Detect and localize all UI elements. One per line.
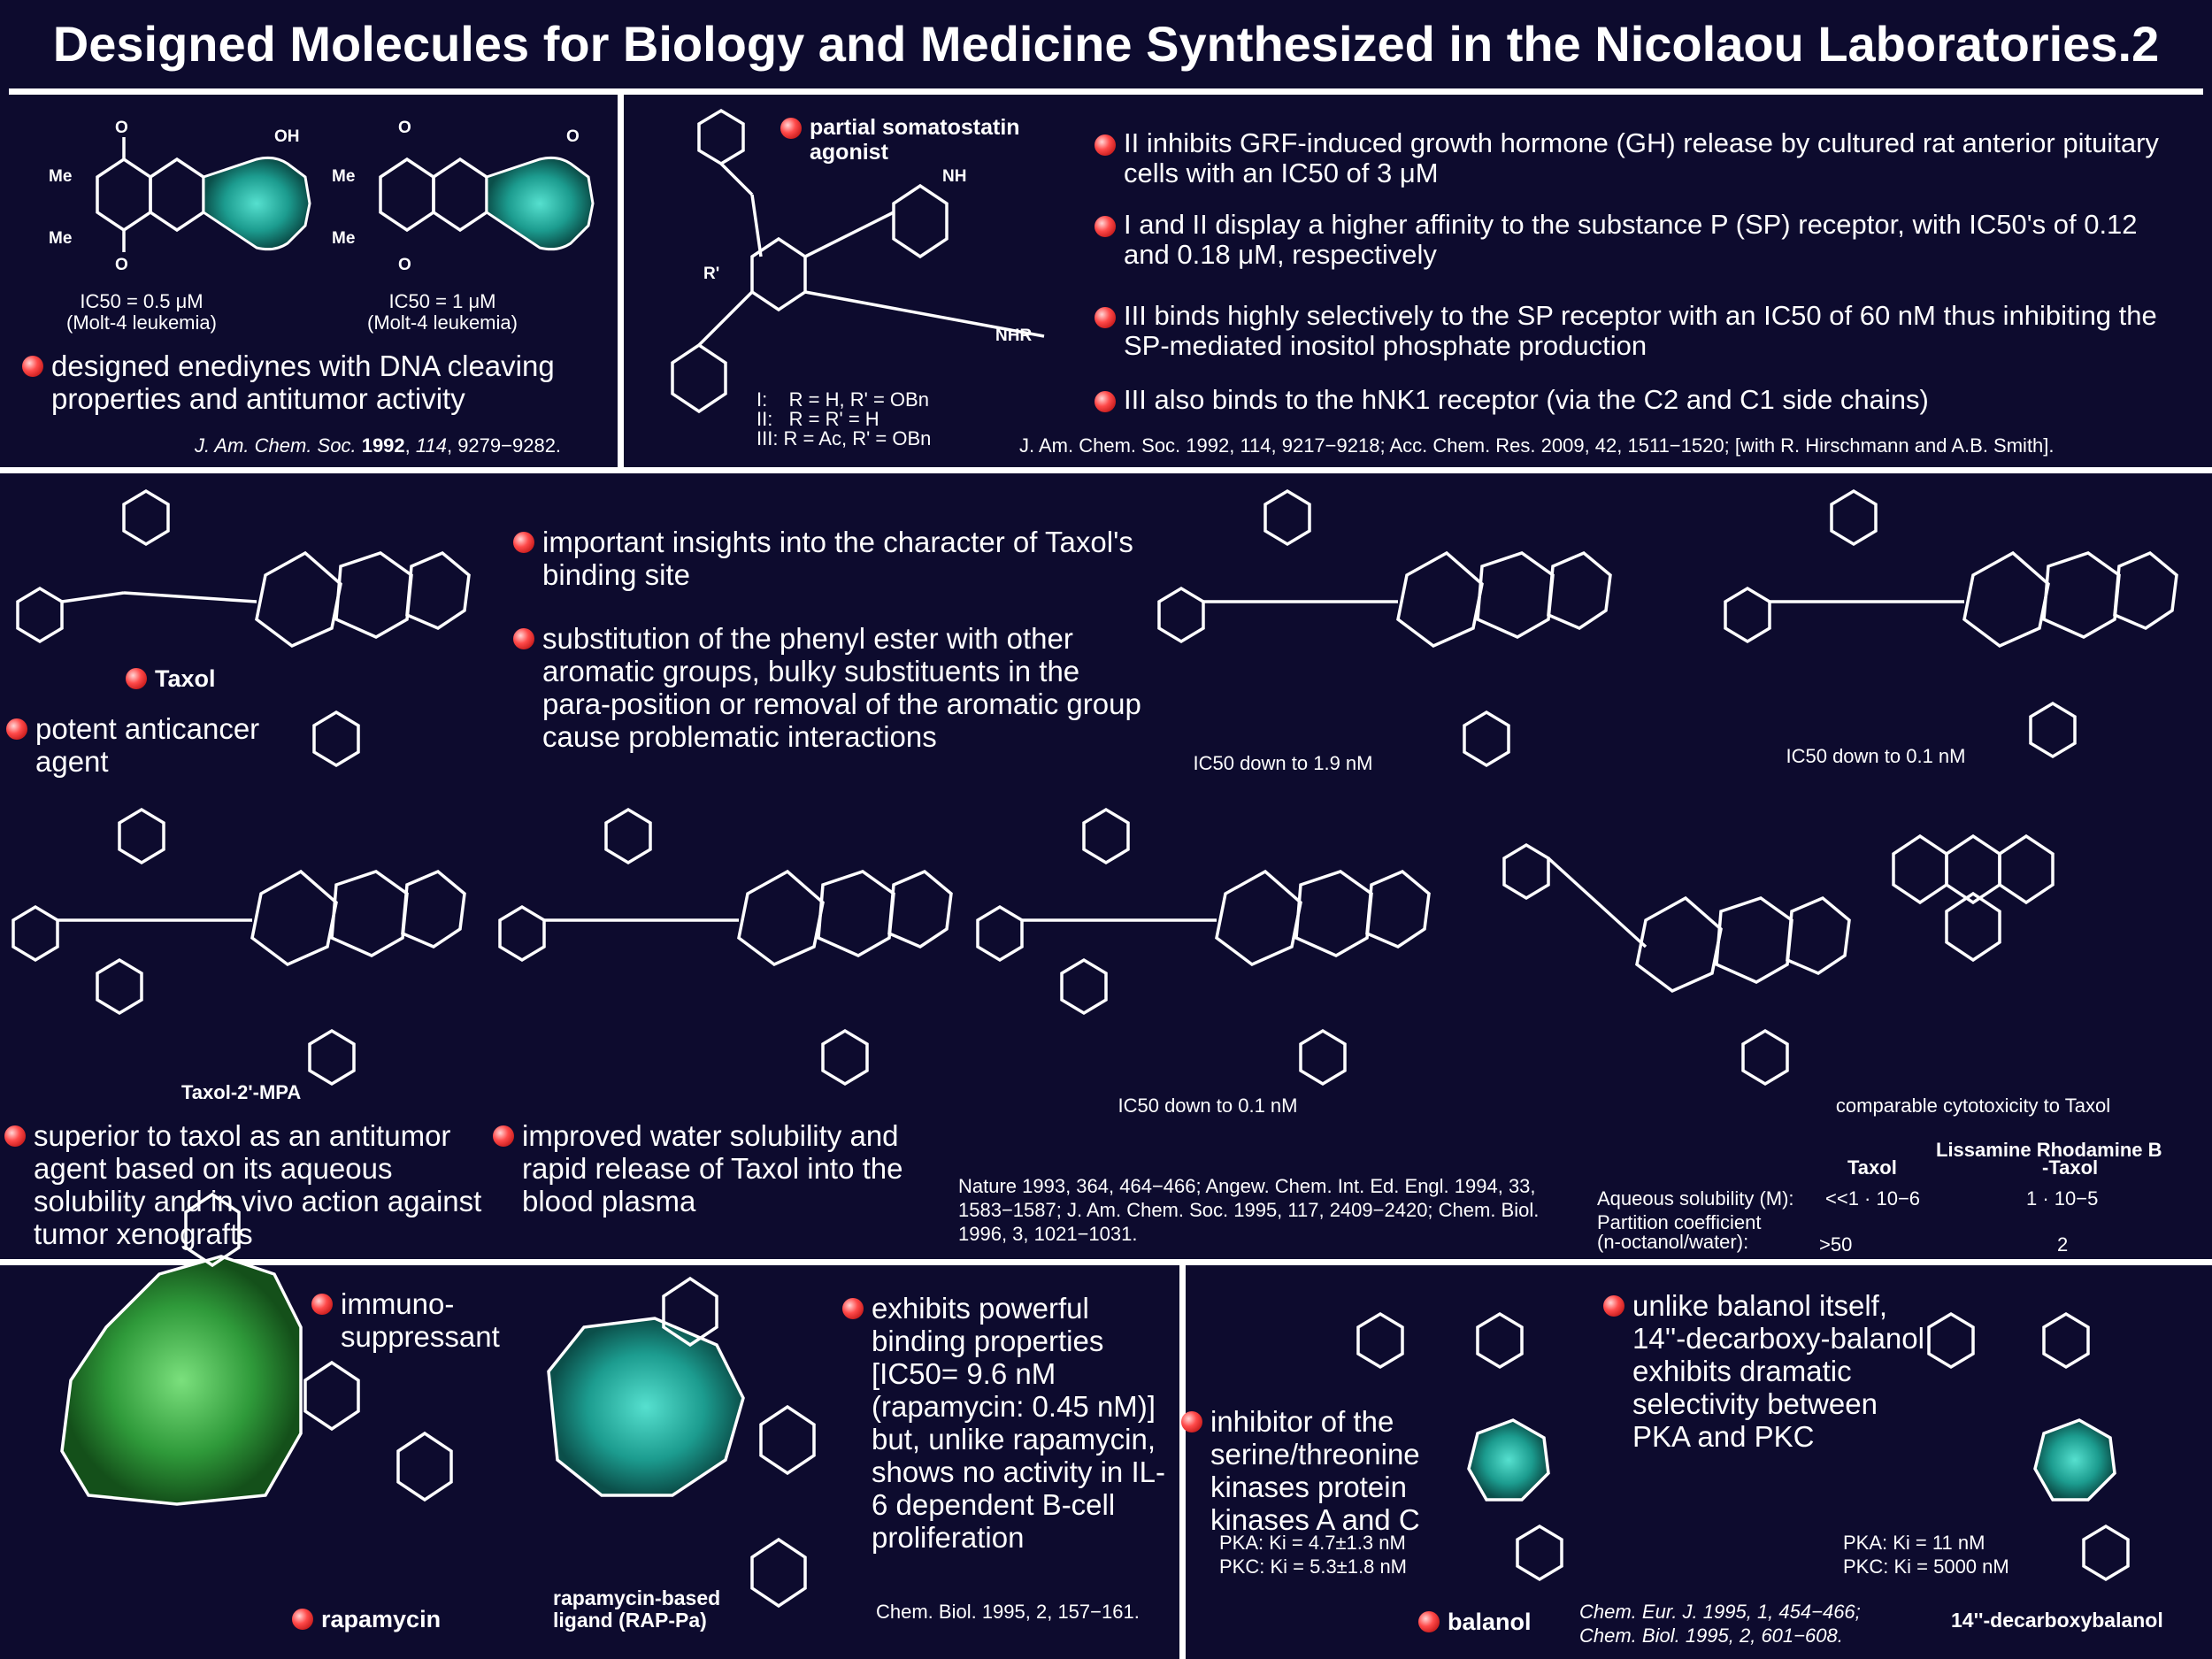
r-line-1: I: R = H, R' = OBn <box>757 388 929 411</box>
balanol-ref-1: Chem. Eur. J. 1995, 1, 454−466; <box>1579 1601 1861 1623</box>
bullet-icon <box>292 1609 313 1630</box>
bullet-icon <box>513 532 534 553</box>
taxol-bullet-2: substitution of the phenyl ester with ot… <box>513 622 1144 753</box>
svg-text:R': R' <box>703 265 719 283</box>
bullet-icon <box>493 1125 514 1147</box>
taxol-potent-bullet: potent anticancer agent <box>6 712 292 778</box>
r-line-2: II: R = R' = H <box>757 408 879 430</box>
bullet-icon <box>6 718 27 740</box>
solubility-table: Taxol Lissamine Rhodamine B -Taxol Aqueo… <box>1593 1139 2203 1258</box>
svg-text:Me: Me <box>332 167 355 186</box>
taxol-ic50-a: IC50 down to 1.9 nM <box>1193 752 1373 774</box>
bullet-icon <box>1418 1611 1440 1632</box>
svg-text:O: O <box>566 127 580 146</box>
svg-text:NH: NH <box>942 167 966 186</box>
svg-text:Me: Me <box>49 167 72 186</box>
taxol-structures <box>12 488 2178 1087</box>
balanol-bullet-1: inhibitor of the serine/threonine kinase… <box>1181 1405 1476 1536</box>
table-row2-v1: >50 <box>1819 1233 1853 1256</box>
svg-text:O: O <box>115 119 128 137</box>
bullet-icon <box>780 118 802 139</box>
rapamycin-structure <box>60 1192 453 1506</box>
bullet-icon <box>1094 391 1116 412</box>
somatostatin-structure: NHR NH R' <box>671 108 1045 414</box>
balanol-bullet-2: unlike balanol itself, 14''-decarboxy-ba… <box>1603 1289 1933 1453</box>
svg-text:NHR: NHR <box>995 326 1032 345</box>
somatostatin-bullet-1: II inhibits GRF-induced growth hormone (… <box>1094 128 2185 188</box>
enediyne-2-ic50: IC50 = 1 μM <box>388 290 496 312</box>
divider-v2 <box>1179 1263 1186 1659</box>
r-line-3: III: R = Ac, R' = OBn <box>757 427 932 449</box>
bullet-icon <box>842 1298 864 1319</box>
taxol-ref: Nature 1993, 364, 464−466; Angew. Chem. … <box>958 1175 1540 1245</box>
rapamycin-bullet-1: immuno-suppressant <box>311 1287 518 1353</box>
bullet-icon <box>1181 1411 1202 1432</box>
svg-text:O: O <box>398 119 411 137</box>
somatostatin-bullet-4: III also binds to the hNK1 receptor (via… <box>1094 385 2185 415</box>
enediyne-2-cell: (Molt-4 leukemia) <box>367 311 518 334</box>
taxol-water-bullet: improved water solubility and rapid rele… <box>493 1119 947 1217</box>
taxol-bullet-1: important insights into the character of… <box>513 526 1144 591</box>
table-col-rhodamine-b: -Taxol <box>2042 1156 2099 1179</box>
decarboxybalanol-name: 14''-decarboxybalanol <box>1951 1609 2163 1632</box>
table-row1-v1: <<1 · 10−6 <box>1825 1187 1921 1210</box>
rapamycin-bullet-2: exhibits powerful binding properties [IC… <box>842 1292 1172 1554</box>
enediyne-1-cell: (Molt-4 leukemia) <box>66 311 217 334</box>
rapamycin-name: rapamycin <box>292 1606 441 1633</box>
bullet-icon <box>22 356 43 377</box>
table-row1-v2: 1 · 10−5 <box>2026 1187 2099 1210</box>
balanol-name: balanol <box>1418 1609 1532 1636</box>
taxol-mpa-bullet: superior to taxol as an antitumor agent … <box>4 1119 494 1250</box>
enediyne-1-ic50: IC50 = 0.5 μM <box>80 290 204 312</box>
bullet-icon <box>513 628 534 649</box>
rapamycin-ref: Chem. Biol. 1995, 2, 157−161. <box>876 1601 1140 1623</box>
table-col-taxol: Taxol <box>1847 1156 1897 1179</box>
taxol-mpa-name: Taxol-2'-MPA <box>181 1081 302 1103</box>
table-row2-label-b: (n-octanol/water): <box>1597 1231 1749 1253</box>
svg-text:Me: Me <box>49 229 72 248</box>
balanol-pkc: PKC: Ki = 5.3±1.8 nM <box>1219 1555 1408 1578</box>
taxol-ic50-c: IC50 down to 0.1 nM <box>1118 1094 1298 1117</box>
enediyne-bullet: designed enediynes with DNA cleaving pro… <box>22 349 609 415</box>
balanol-ref-2: Chem. Biol. 1995, 2, 601−608. <box>1579 1624 1843 1647</box>
svg-text:O: O <box>398 256 411 274</box>
rap-pa-structure <box>547 1276 816 1609</box>
svg-text:O: O <box>115 256 128 274</box>
divider-top <box>9 88 2203 95</box>
somatostatin-ref: J. Am. Chem. Soc. 1992, 114, 9217−9218; … <box>1019 434 2055 457</box>
rap-pa-name-2: ligand (RAP-Pa) <box>553 1609 707 1632</box>
bullet-icon <box>311 1294 333 1315</box>
divider-2 <box>0 1259 2212 1265</box>
taxol-ic50-b: IC50 down to 0.1 nM <box>1786 745 1966 767</box>
table-col-rhodamine-a: Lissamine Rhodamine B <box>1936 1139 2162 1161</box>
bullet-icon <box>1603 1295 1624 1317</box>
divider-1 <box>0 467 2212 473</box>
enediyne-ref: J. Am. Chem. Soc. 1992, 114, 9279−9282. <box>195 434 562 457</box>
svg-text:Me: Me <box>332 229 355 248</box>
divider-v1 <box>618 92 624 469</box>
table-row2-v2: 2 <box>2057 1233 2069 1256</box>
page-title: Designed Molecules for Biology and Medic… <box>52 16 2160 72</box>
bullet-icon <box>4 1125 26 1147</box>
bullet-icon <box>1094 134 1116 156</box>
bullet-icon <box>1094 216 1116 237</box>
taxol-name: Taxol <box>126 665 216 693</box>
table-row2-label-a: Partition coefficient <box>1597 1211 1762 1233</box>
taxol-cyto: comparable cytotoxicity to Taxol <box>1835 1094 2111 1117</box>
bullet-icon <box>126 668 147 689</box>
balanol-pka: PKA: Ki = 4.7±1.3 nM <box>1219 1532 1406 1554</box>
somatostatin-label: partial somatostatin agonist <box>780 115 1057 165</box>
svg-text:OH: OH <box>274 127 300 146</box>
somatostatin-bullet-2: I and II display a higher affinity to th… <box>1094 210 2185 270</box>
decarboxybalanol-pka: PKA: Ki = 11 nM <box>1843 1532 1985 1554</box>
bullet-icon <box>1094 307 1116 328</box>
balanol-structures <box>1356 1311 2130 1582</box>
somatostatin-bullet-3: III binds highly selectively to the SP r… <box>1094 301 2185 361</box>
decarboxybalanol-pkc: PKC: Ki = 5000 nM <box>1843 1555 2009 1578</box>
rap-pa-name-1: rapamycin-based <box>553 1586 721 1609</box>
table-row1-label: Aqueous solubility (M): <box>1597 1187 1794 1210</box>
